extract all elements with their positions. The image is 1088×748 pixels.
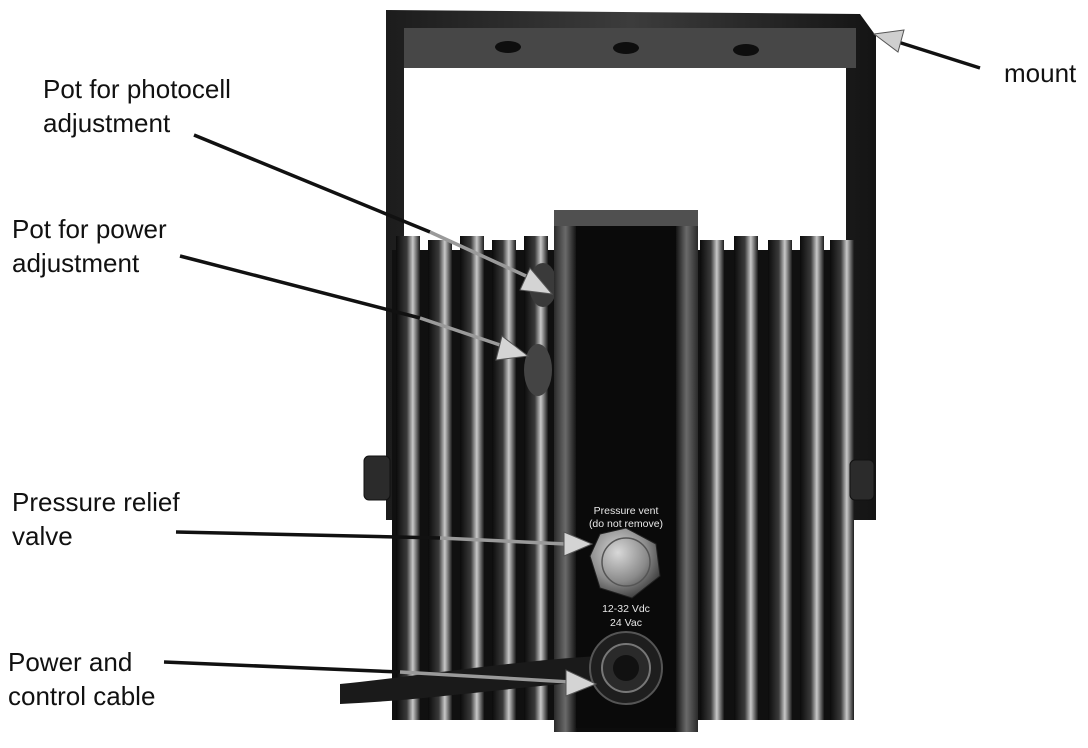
label-pressure-relief: Pressure relief valve xyxy=(12,485,180,553)
heatsink-fin xyxy=(734,236,758,720)
side-knob-left xyxy=(363,455,391,501)
heatsink-fin xyxy=(460,236,484,720)
heatsink-fin xyxy=(800,236,824,720)
label-power-pot: Pot for power adjustment xyxy=(12,212,167,280)
label-photocell-pot: Pot for photocell adjustment xyxy=(43,72,231,140)
heatsink-fin xyxy=(524,236,548,720)
label-cable-line2: control cable xyxy=(8,681,156,711)
heatsink-fin xyxy=(700,240,724,720)
voltage-ac-text: 24 Vac xyxy=(610,617,642,629)
label-power-line1: Pot for power xyxy=(12,214,167,244)
label-relief-line2: valve xyxy=(12,521,73,551)
callout-mount xyxy=(872,29,981,70)
callout-lines xyxy=(163,29,981,697)
pressure-relief-valve xyxy=(589,527,661,599)
label-cable-line1: Power and xyxy=(8,647,133,677)
mount-bracket xyxy=(386,10,876,520)
label-power-line2: adjustment xyxy=(12,248,140,278)
label-photocell-line1: Pot for photocell xyxy=(43,74,231,104)
callout-power xyxy=(179,254,530,361)
mount-hole xyxy=(733,44,759,56)
vent-text-line1: Pressure vent xyxy=(594,505,659,517)
label-photocell-line2: adjustment xyxy=(43,108,171,138)
mount-hole xyxy=(495,41,521,53)
callout-photocell xyxy=(193,133,554,295)
label-relief-line1: Pressure relief xyxy=(12,487,180,517)
power-control-cable xyxy=(340,631,663,705)
heatsink-fin xyxy=(768,240,792,720)
label-cable: Power and control cable xyxy=(8,645,155,713)
heatsink-fin xyxy=(396,236,420,720)
voltage-dc-text: 12-32 Vdc xyxy=(602,603,650,615)
mount-hole xyxy=(613,42,639,54)
vent-text-line2: (do not remove) xyxy=(589,518,663,530)
heatsink-fin xyxy=(492,240,516,720)
callout-cable xyxy=(163,660,598,697)
heatsink-fin xyxy=(428,240,452,720)
label-mount-text: mount xyxy=(1004,58,1077,88)
callout-relief xyxy=(175,530,594,557)
power-pot xyxy=(524,344,552,396)
label-mount: mount xyxy=(1004,56,1076,90)
side-knob-right xyxy=(849,459,875,501)
